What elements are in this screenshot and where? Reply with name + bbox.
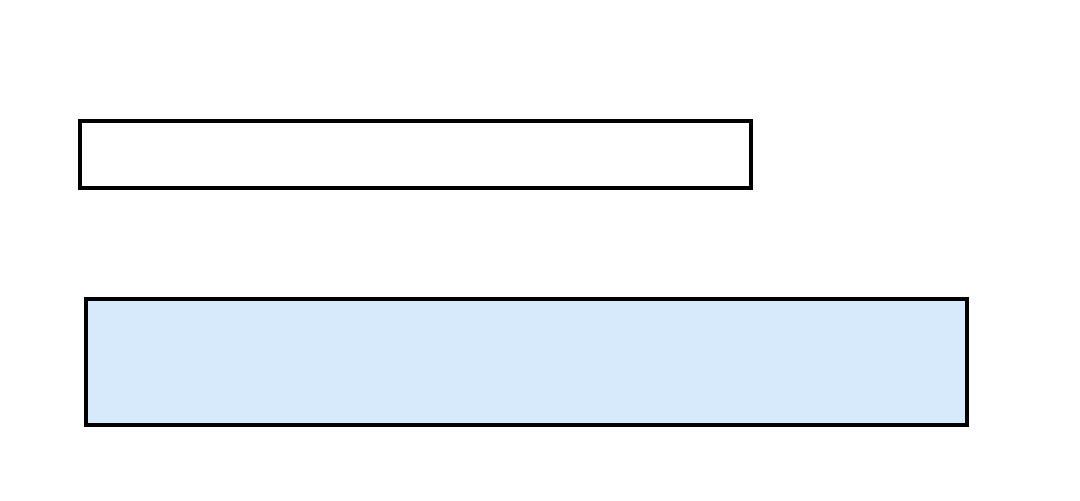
blue-rectangle <box>84 297 969 427</box>
white-rectangle <box>78 119 753 190</box>
